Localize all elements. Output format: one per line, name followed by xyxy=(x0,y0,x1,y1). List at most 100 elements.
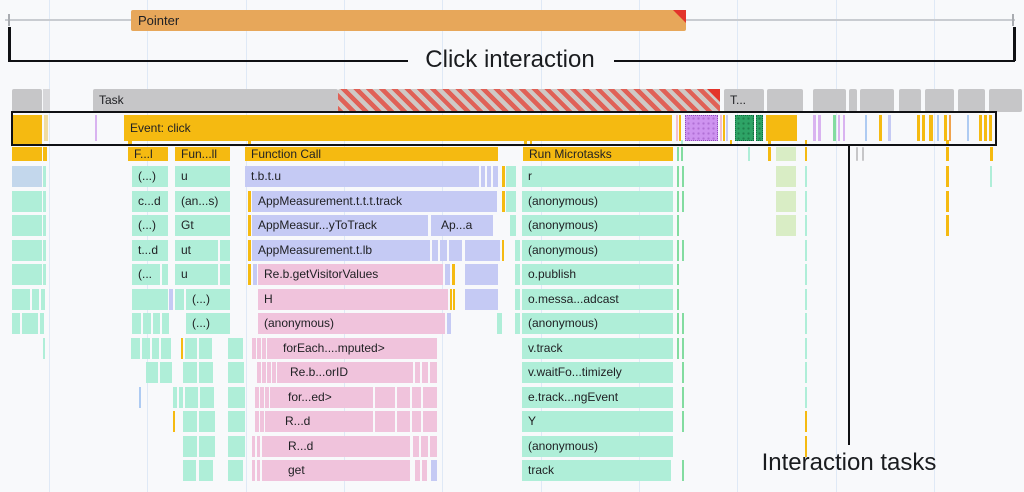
flame-bar-depth-9[interactable] xyxy=(146,362,158,383)
flame-bar-depth-4[interactable] xyxy=(465,239,500,261)
flame-bar-call-headers[interactable]: F...l xyxy=(128,147,168,161)
flame-bar-depth-11[interactable] xyxy=(397,411,410,432)
flame-bar-depth-6[interactable]: (...) xyxy=(186,288,230,310)
flame-bar-depth-10[interactable] xyxy=(260,386,264,408)
event-click-bar[interactable] xyxy=(929,115,933,141)
event-click-bar[interactable] xyxy=(813,115,816,141)
flame-bar-call-headers[interactable] xyxy=(681,147,683,161)
flame-bar-event-children-strip[interactable] xyxy=(530,139,532,144)
flame-bar-depth-4[interactable] xyxy=(682,239,684,261)
flame-bar-depth-4[interactable]: t...d xyxy=(132,239,168,261)
flame-bar-call-headers[interactable] xyxy=(677,147,679,161)
flame-bar-depth-6[interactable]: o.messa...adcast xyxy=(522,288,673,310)
flame-bar-depth-2[interactable]: c...d xyxy=(132,190,168,212)
flame-bar-depth-7[interactable] xyxy=(497,313,502,334)
flame-bar-depth-5[interactable] xyxy=(220,264,230,285)
flame-bar-depth-7[interactable] xyxy=(132,313,141,334)
flame-bar-depth-10[interactable] xyxy=(200,386,214,408)
event-click-bar[interactable] xyxy=(984,115,987,141)
flame-bar-call-headers[interactable] xyxy=(862,147,864,161)
flame-bar-depth-9[interactable] xyxy=(415,362,420,383)
flame-bar-depth-13[interactable] xyxy=(431,460,437,481)
task-bar[interactable] xyxy=(338,89,720,112)
event-click-bar[interactable] xyxy=(756,115,763,141)
flame-bar-event-children-strip[interactable] xyxy=(248,139,251,144)
flame-bar-depth-13[interactable] xyxy=(415,460,420,481)
event-click-bar[interactable] xyxy=(879,115,882,141)
flame-bar-depth-5[interactable] xyxy=(162,264,168,285)
flame-bar-call-headers[interactable] xyxy=(856,147,858,161)
event-click-bar[interactable] xyxy=(95,115,97,141)
flame-bar-depth-1[interactable] xyxy=(990,166,992,187)
flame-bar-depth-10[interactable] xyxy=(412,386,421,408)
flame-bar-depth-4[interactable]: ut xyxy=(175,239,218,261)
flame-bar-depth-6[interactable] xyxy=(453,288,455,310)
flame-bar-depth-13[interactable] xyxy=(228,460,243,481)
event-click-bar[interactable] xyxy=(949,115,951,141)
event-click-bar[interactable] xyxy=(726,115,728,141)
flame-bar-depth-11[interactable] xyxy=(260,411,264,432)
flame-bar-depth-2[interactable]: (anonymous) xyxy=(522,190,673,212)
flame-bar-event-children-strip[interactable] xyxy=(768,139,771,144)
flame-bar-depth-9[interactable] xyxy=(160,362,172,383)
flame-bar-event-children-strip[interactable] xyxy=(805,139,807,144)
flame-bar-depth-5[interactable] xyxy=(677,264,679,285)
flame-bar-depth-5[interactable]: Re.b.getVisitorValues xyxy=(258,264,443,285)
flame-bar-depth-1[interactable] xyxy=(776,166,796,187)
flame-bar-depth-1[interactable]: r xyxy=(522,166,673,187)
flame-bar-depth-12[interactable] xyxy=(430,435,437,457)
flame-bar-depth-2[interactable] xyxy=(506,190,516,212)
flame-bar-depth-1[interactable] xyxy=(481,166,485,187)
flame-bar-depth-1[interactable]: (...) xyxy=(132,166,168,187)
flame-bar-depth-7[interactable] xyxy=(22,313,38,334)
flame-bar-depth-6[interactable] xyxy=(515,288,520,310)
flame-bar-depth-8[interactable]: v.track xyxy=(522,337,673,359)
flame-bar-call-headers[interactable] xyxy=(768,147,771,161)
flame-bar-depth-13[interactable] xyxy=(257,460,260,481)
flame-bar-depth-9[interactable] xyxy=(228,362,244,383)
flame-bar-depth-10[interactable] xyxy=(185,386,198,408)
flame-bar-depth-5[interactable] xyxy=(465,264,498,285)
task-bar[interactable] xyxy=(43,89,50,112)
event-click-bar[interactable] xyxy=(917,115,920,141)
flame-bar-depth-11[interactable] xyxy=(375,411,395,432)
flame-bar-call-headers[interactable]: Fun...ll xyxy=(175,147,230,161)
event-click-bar[interactable] xyxy=(838,115,840,141)
task-bar[interactable] xyxy=(860,89,894,112)
flame-bar-depth-10[interactable] xyxy=(265,386,269,408)
flame-bar-depth-7[interactable] xyxy=(447,313,451,334)
flame-bar-depth-7[interactable] xyxy=(40,313,44,334)
flame-bar-depth-6[interactable] xyxy=(169,288,173,310)
flame-bar-depth-11[interactable]: R...d xyxy=(265,411,373,432)
flame-bar-depth-4[interactable]: (anonymous) xyxy=(522,239,673,261)
flame-bar-depth-10[interactable] xyxy=(228,386,245,408)
task-bar[interactable] xyxy=(899,89,921,112)
flame-bar-depth-11[interactable]: Y xyxy=(522,411,673,432)
flame-bar-depth-10[interactable] xyxy=(173,386,177,408)
flame-bar-depth-1[interactable] xyxy=(682,166,684,187)
flame-bar-depth-13[interactable]: get xyxy=(262,460,410,481)
flame-bar-depth-3[interactable] xyxy=(776,215,796,236)
flame-bar-depth-7[interactable] xyxy=(805,313,807,334)
flame-bar-depth-2[interactable] xyxy=(248,190,251,212)
task-bar[interactable]: T... xyxy=(724,89,764,112)
flame-bar-depth-8[interactable] xyxy=(262,337,266,359)
flame-bar-depth-7[interactable] xyxy=(153,313,160,334)
event-click-bar[interactable] xyxy=(979,115,982,141)
flame-bar-depth-10[interactable] xyxy=(423,386,437,408)
flame-bar-depth-11[interactable] xyxy=(682,411,684,432)
flame-bar-depth-4[interactable]: AppMeasurement.t.lb xyxy=(252,239,430,261)
flame-bar-depth-11[interactable] xyxy=(255,411,259,432)
flame-bar-depth-6[interactable] xyxy=(132,288,168,310)
flame-bar-depth-8[interactable] xyxy=(43,337,45,359)
flame-bar-call-headers[interactable]: Run Microtasks xyxy=(523,147,673,161)
flame-bar-event-children-strip[interactable] xyxy=(128,139,132,144)
flame-bar-depth-4[interactable] xyxy=(220,239,230,261)
task-bar[interactable] xyxy=(813,89,846,112)
event-click-bar[interactable] xyxy=(833,115,836,141)
event-click-bar[interactable] xyxy=(12,115,42,141)
flame-bar-depth-9[interactable]: Re.b...orID xyxy=(277,362,413,383)
flame-bar-depth-7[interactable] xyxy=(12,313,20,334)
flame-bar-event-children-strip[interactable] xyxy=(946,139,949,144)
task-bar[interactable] xyxy=(958,89,985,112)
